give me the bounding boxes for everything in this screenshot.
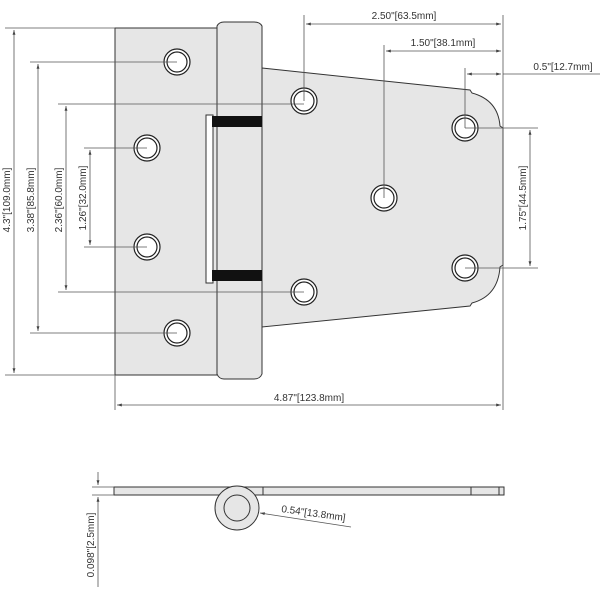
side-leaf bbox=[113, 486, 505, 496]
side-view: 0.098"[2.5mm] 0.54"[13.8mm] bbox=[86, 472, 505, 587]
dim-end-hole-to-end: 0.5"[12.7mm] bbox=[533, 62, 592, 73]
pin-band-top bbox=[212, 116, 262, 127]
dim-center-hole-to-end: 1.50"[38.1mm] bbox=[411, 38, 476, 49]
dimension-lines bbox=[12, 22, 532, 407]
dim-strap-hole-spacing: 2.36"[60.0mm] bbox=[54, 167, 65, 232]
dim-overall-width: 4.87"[123.8mm] bbox=[274, 393, 344, 404]
extension-lines bbox=[5, 15, 600, 410]
slot bbox=[205, 114, 214, 284]
knuckle bbox=[216, 21, 263, 380]
dim-outer-hole-spacing: 3.38"[85.8mm] bbox=[26, 167, 37, 232]
pin-band-bottom bbox=[212, 270, 262, 281]
dim-inner-hole-spacing: 1.26"[32.0mm] bbox=[78, 165, 89, 230]
dim-thickness: 0.098"[2.5mm] bbox=[86, 512, 97, 577]
left-leaf bbox=[114, 27, 218, 376]
screw-hole bbox=[163, 319, 191, 347]
dim-strap-hole-to-end: 2.50"[63.5mm] bbox=[372, 11, 437, 22]
dim-end-hole-spacing: 1.75"[44.5mm] bbox=[518, 165, 529, 230]
dim-overall-height: 4.3"[109.0mm] bbox=[2, 167, 13, 232]
